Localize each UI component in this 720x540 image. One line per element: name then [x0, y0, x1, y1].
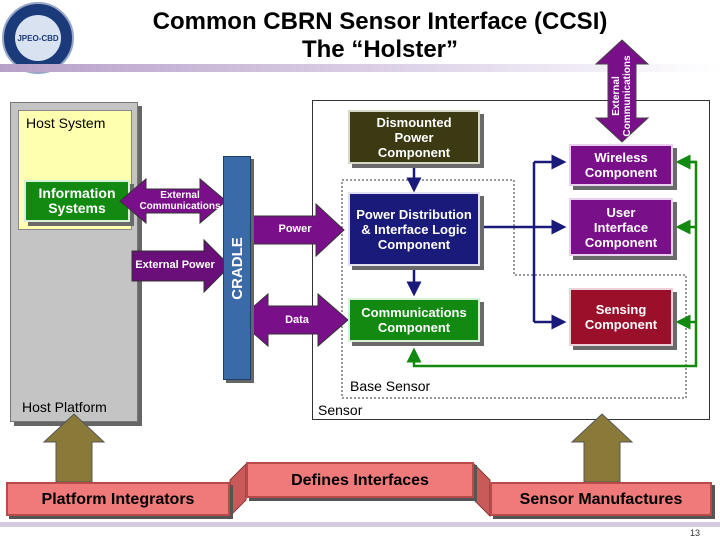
communications-box: Communications Component [348, 298, 480, 342]
sensor-enclosure [312, 100, 710, 420]
page-title-line2: The “Holster” [301, 36, 459, 63]
dismounted-power-box: Dismounted Power Component [348, 110, 480, 164]
jpeo-cbd-logo: JPEO-CBD [2, 2, 74, 74]
header-divider [0, 64, 720, 72]
cradle-label: CRADLE [228, 236, 246, 300]
defines-interfaces-box: Defines Interfaces [246, 462, 474, 498]
external-communications-top-label: External Communications [611, 55, 633, 137]
host-platform-label: Host Platform [22, 399, 107, 415]
sensor-label: Sensor [318, 402, 363, 418]
sensor-manufactures-box: Sensor Manufactures [490, 482, 712, 516]
sensor-up-arrow [570, 413, 634, 483]
user-interface-box: User Interface Component [569, 198, 673, 256]
logo-inner-disc: JPEO-CBD [15, 15, 61, 61]
cradle-bar: CRADLE [223, 156, 251, 380]
external-communications-label: External Communications [139, 190, 221, 212]
wireless-box: Wireless Component [569, 144, 673, 186]
logo-text: JPEO-CBD [17, 33, 59, 43]
page-title-line1: Common CBRN Sensor Interface (CCSI) [152, 8, 608, 35]
external-power-label: External Power [135, 259, 215, 271]
base-sensor-label: Base Sensor [350, 378, 431, 394]
platform-integrators-box: Platform Integrators [6, 482, 230, 516]
host-up-arrow [42, 413, 106, 483]
data-label: Data [285, 314, 309, 326]
left-connector [229, 462, 247, 518]
host-system-label: Host System [26, 115, 106, 131]
information-systems-box: Information Systems [24, 180, 130, 222]
page-number: 13 [690, 528, 701, 538]
power-distribution-box: Power Distribution & Interface Logic Com… [348, 192, 480, 266]
power-label: Power [278, 223, 312, 235]
right-connector [473, 462, 491, 518]
sensing-box: Sensing Component [569, 288, 673, 346]
footer-divider [0, 522, 720, 527]
